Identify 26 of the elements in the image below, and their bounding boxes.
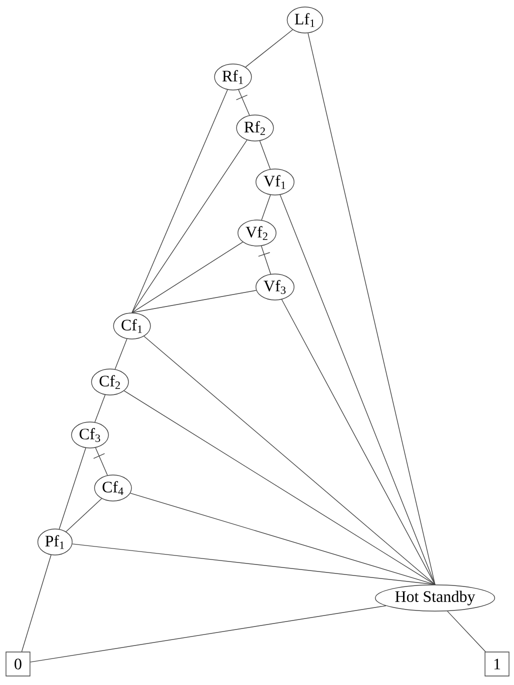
edge-line [132,242,244,313]
edge-line [308,32,436,585]
edge-line [21,554,52,652]
edge-line [132,140,248,313]
edge-line [447,610,486,652]
edge-line [236,89,250,116]
terminal-box: 0 [6,652,30,676]
edge-line [144,336,436,585]
edge-line [132,89,228,313]
edge-line [72,544,436,585]
edge-line [124,390,436,585]
edge-line [58,448,86,530]
edge-line [93,447,108,476]
edge-line [114,338,128,370]
terminal-box: 1 [484,652,510,676]
edge-line [245,29,293,68]
edge-line [94,394,106,422]
edge-line [66,498,102,532]
edge-line [280,194,436,585]
edge-line [261,194,271,220]
edge-line [130,492,436,585]
edge-line [258,246,272,274]
edge-line [30,605,386,662]
edge-line [259,140,271,170]
edge-line [281,299,436,585]
edge-line [132,290,257,313]
